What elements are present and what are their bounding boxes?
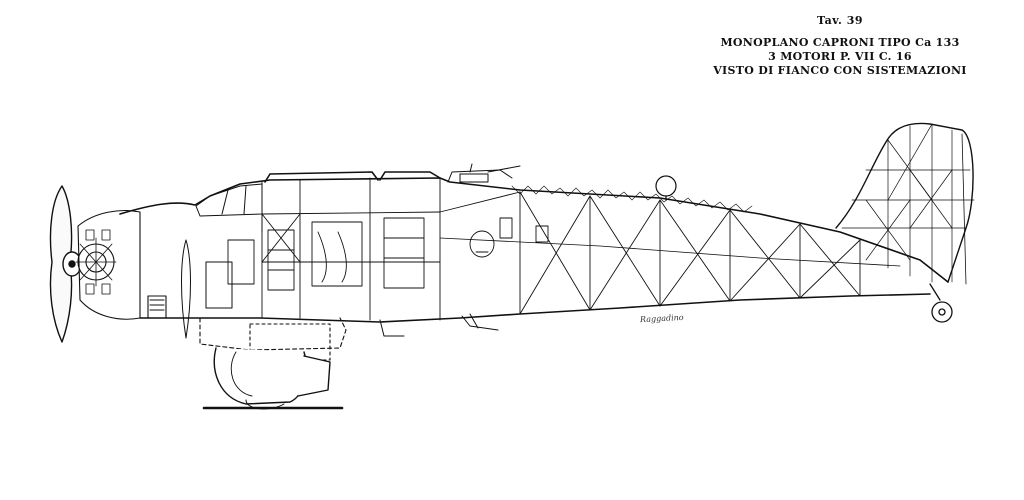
title-line-view: VISTO DI FIANCO CON SISTEMAZIONI xyxy=(713,64,967,77)
cockpit-canopy xyxy=(195,183,263,233)
propeller xyxy=(49,185,82,343)
antenna-loop xyxy=(655,175,677,201)
dorsal-turret xyxy=(447,163,521,183)
cabin-structure xyxy=(227,177,549,321)
title-line-aircraft: MONOPLANO CAPRONI TIPO Ca 133 xyxy=(720,36,960,49)
plate-header: Tav. 39 MONOPLANO CAPRONI TIPO Ca 133 3 … xyxy=(700,14,980,78)
dorsal-truss xyxy=(511,185,753,213)
nose-engine xyxy=(75,209,167,320)
wing-root xyxy=(199,317,347,361)
vertical-tail xyxy=(835,122,975,285)
title-line-engines: 3 MOTORI P. VII C. 16 xyxy=(768,50,912,63)
ventral-details xyxy=(379,313,499,337)
plate-number: Tav. 39 xyxy=(816,14,863,27)
main-landing-gear xyxy=(213,347,331,410)
fuselage-outline xyxy=(119,171,949,323)
wing-engine-propeller xyxy=(181,239,233,339)
rear-fuselage-bracing xyxy=(439,191,901,315)
tail-wheel xyxy=(929,283,953,323)
